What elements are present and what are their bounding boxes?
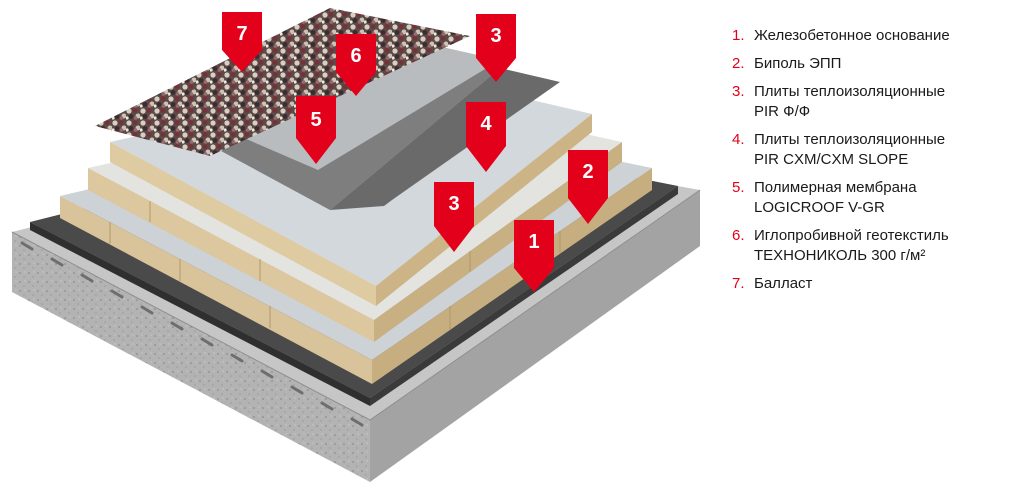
legend-line: Балласт [754, 275, 813, 292]
legend-line: Полимерная мембрана [754, 179, 917, 196]
legend-line: PIR Ф/Ф [754, 103, 811, 120]
legend-text: Плиты теплоизоляционные PIR CXM/CXM SLOP… [754, 130, 945, 170]
legend-number: 1. [732, 27, 745, 44]
legend-item-6: 6. Иглопробивной геотекстиль ТЕХНОНИКОЛЬ… [732, 226, 1024, 266]
marker-5-label: 5 [310, 109, 321, 131]
marker-6: 6 [336, 34, 376, 96]
legend-line: Плиты теплоизоляционные [754, 83, 946, 100]
roof-layers-illustration: 7 6 5 3 4 3 2 1 [11, 8, 701, 482]
legend-line: LOGICROOF V-GR [754, 199, 885, 216]
legend-item-7: 7. Балласт [732, 274, 1024, 294]
legend-item-5: 5. Полимерная мембрана LOGICROOF V-GR [732, 178, 1024, 218]
legend-number: 2. [732, 55, 745, 72]
layer-legend: 1. Железобетонное основание 2. Биполь ЭП… [732, 26, 1024, 302]
legend-line: Железобетонное основание [754, 27, 950, 44]
marker-4: 4 [466, 102, 506, 172]
legend-item-1: 1. Железобетонное основание [732, 26, 1024, 46]
marker-3-bottom: 3 [434, 182, 474, 252]
marker-2: 2 [568, 150, 608, 224]
legend-line: Иглопробивной геотекстиль [754, 227, 949, 244]
marker-3-top-label: 3 [490, 25, 501, 47]
marker-4-label: 4 [480, 113, 492, 135]
marker-7: 7 [222, 12, 262, 72]
legend-line: Биполь ЭПП [754, 55, 842, 72]
legend-line: ТЕХНОНИКОЛЬ 300 г/м² [754, 247, 926, 264]
marker-2-label: 2 [582, 161, 593, 183]
rebar-ends [20, 241, 364, 427]
legend-number: 3. [732, 83, 745, 100]
legend-item-4: 4. Плиты теплоизоляционные PIR CXM/CXM S… [732, 130, 1024, 170]
legend-number: 4. [732, 131, 745, 148]
legend-text: Полимерная мембрана LOGICROOF V-GR [754, 178, 917, 218]
legend-number: 5. [732, 179, 745, 196]
marker-3-top: 3 [476, 14, 516, 82]
layer-ballast [95, 8, 470, 156]
legend-number: 7. [732, 275, 745, 292]
marker-5: 5 [296, 96, 336, 164]
marker-1-label: 1 [528, 231, 539, 253]
legend-line: PIR CXM/CXM SLOPE [754, 151, 909, 168]
legend-text: Железобетонное основание [754, 26, 950, 46]
marker-7-label: 7 [236, 23, 247, 45]
legend-text: Биполь ЭПП [754, 54, 841, 74]
marker-1: 1 [514, 220, 554, 292]
legend-item-2: 2. Биполь ЭПП [732, 54, 1024, 74]
legend-text: Плиты теплоизоляционные PIR Ф/Ф [754, 82, 945, 122]
legend-item-3: 3. Плиты теплоизоляционные PIR Ф/Ф [732, 82, 1024, 122]
legend-text: Балласт [754, 274, 812, 294]
legend-number: 6. [732, 227, 745, 244]
legend-text: Иглопробивной геотекстиль ТЕХНОНИКОЛЬ 30… [754, 226, 949, 266]
marker-3-bottom-label: 3 [448, 193, 459, 215]
legend-line: Плиты теплоизоляционные [754, 131, 946, 148]
marker-6-label: 6 [350, 45, 361, 67]
